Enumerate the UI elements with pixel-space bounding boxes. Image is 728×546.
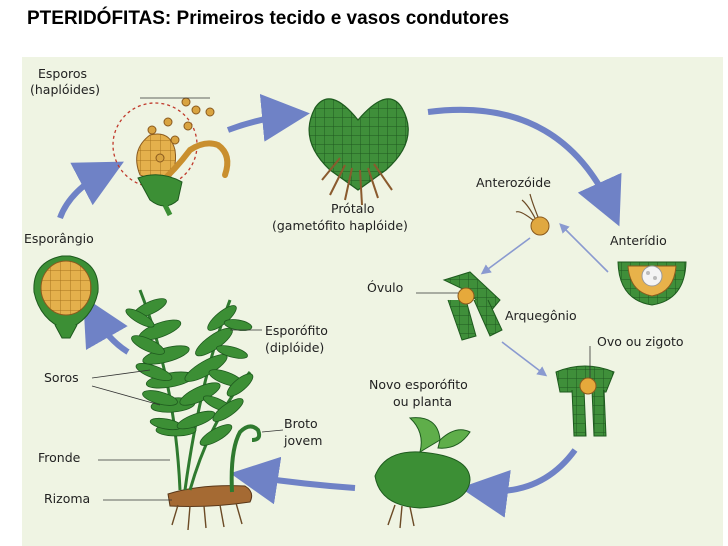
label-broto: Broto xyxy=(284,416,318,431)
label-esporangio: Esporângio xyxy=(24,231,94,246)
label-anteridio: Anterídio xyxy=(610,233,667,248)
new-sporophyte-illustration xyxy=(374,417,471,529)
arrow-archegonium-to-zygote xyxy=(501,341,548,377)
label-haploides: (haplóides) xyxy=(30,82,100,97)
label-esporofito: Esporófito xyxy=(265,323,328,338)
label-esporos: Esporos xyxy=(38,66,87,81)
prothallus-illustration xyxy=(308,98,409,206)
labels: Esporos (haplóides) Prótalo (gametófito … xyxy=(24,66,684,506)
label-jovem: jovem xyxy=(283,433,322,448)
label-novo-esporofito: Novo esporófito xyxy=(369,377,468,392)
label-protalo: Prótalo xyxy=(331,201,375,216)
label-fronde: Fronde xyxy=(38,450,81,465)
label-anterozoide: Anterozóide xyxy=(476,175,551,190)
label-ou-planta: ou planta xyxy=(393,394,452,409)
label-ovulo: Óvulo xyxy=(367,280,403,295)
zygote-illustration xyxy=(555,346,615,437)
label-arquegonio: Arquegônio xyxy=(505,308,577,323)
arrow-spores-to-prothallus xyxy=(226,93,310,142)
label-gametofito-haploide: (gametófito haplóide) xyxy=(272,218,408,233)
archegonium-illustration xyxy=(416,271,503,341)
arrow-antheridium-to-antherozoid xyxy=(559,223,609,273)
arrow-sporangium-to-spores xyxy=(57,161,124,220)
antherozoid-illustration xyxy=(515,193,550,236)
label-ovo-zigoto: Ovo ou zigoto xyxy=(597,334,684,349)
arrow-prothallus-to-antheridium xyxy=(427,106,622,227)
label-soros: Soros xyxy=(44,370,79,385)
antheridium-illustration xyxy=(617,261,687,306)
adult-fern-illustration xyxy=(91,289,284,531)
cycle-arrows xyxy=(57,93,622,518)
arrow-zygote-to-new-sporophyte xyxy=(460,448,578,518)
label-rizoma: Rizoma xyxy=(44,491,90,506)
thin-arrows xyxy=(480,223,609,377)
spore-release-illustration xyxy=(112,97,231,217)
arrow-new-sporophyte-to-rhizome xyxy=(230,456,356,505)
label-diploide: (diplóide) xyxy=(265,340,324,355)
sporangium-illustration xyxy=(33,255,99,339)
arrow-antherozoid-to-ovule xyxy=(480,237,531,275)
page-title: PTERIDÓFITAS: Primeiros tecido e vasos c… xyxy=(27,8,510,29)
arrow-fern-to-sporangium xyxy=(83,296,130,355)
